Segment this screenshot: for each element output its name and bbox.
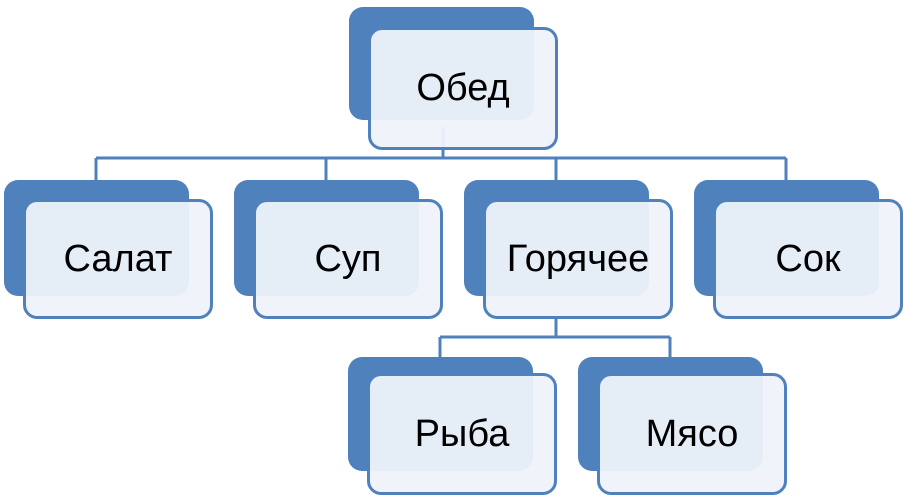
node-label: Рыба: [414, 412, 510, 455]
node-box: Салат: [23, 199, 213, 319]
node-box: Сок: [713, 199, 903, 319]
node-label: Горячее: [506, 237, 650, 280]
node-box: Мясо: [597, 373, 787, 495]
node-box: Горячее: [483, 199, 673, 319]
node-box: Рыба: [367, 373, 557, 495]
node-label: Обед: [416, 67, 510, 109]
node-box: Обед: [368, 27, 558, 150]
node-label: Сок: [775, 237, 841, 280]
node-box: Суп: [253, 199, 443, 319]
node-label: Мясо: [645, 412, 739, 455]
node-label: Салат: [63, 237, 173, 280]
node-label: Суп: [314, 237, 382, 280]
